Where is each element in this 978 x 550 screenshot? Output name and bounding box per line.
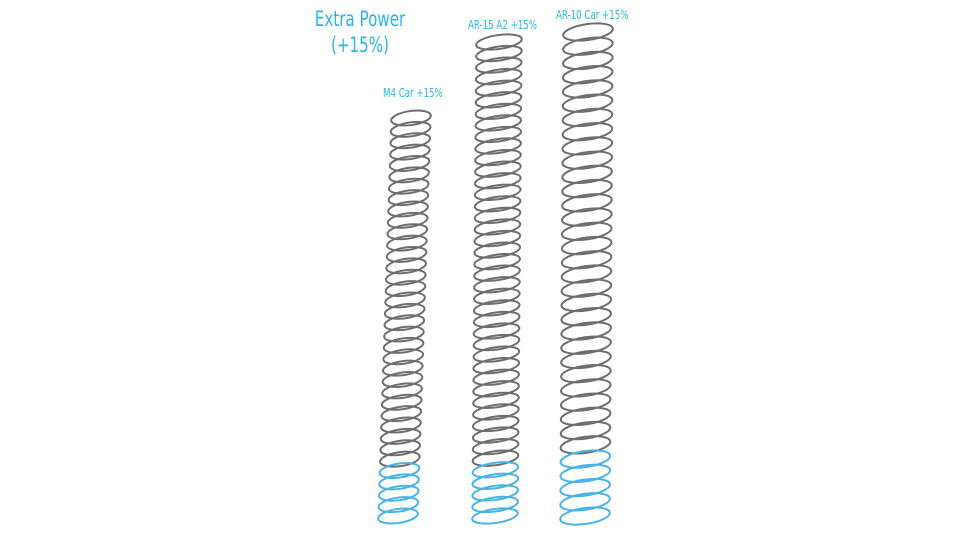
spring-label-ar10: AR-10 Car +15% [556,8,629,22]
spring-label-m4: M4 Car +15% [383,86,443,100]
spring-label-ar15: AR-15 A2 +15% [468,18,538,32]
heading-title: Extra Power (+15%) [295,6,425,58]
heading-line-1: Extra Power [314,7,406,31]
heading-line-2: (+15%) [330,33,390,57]
